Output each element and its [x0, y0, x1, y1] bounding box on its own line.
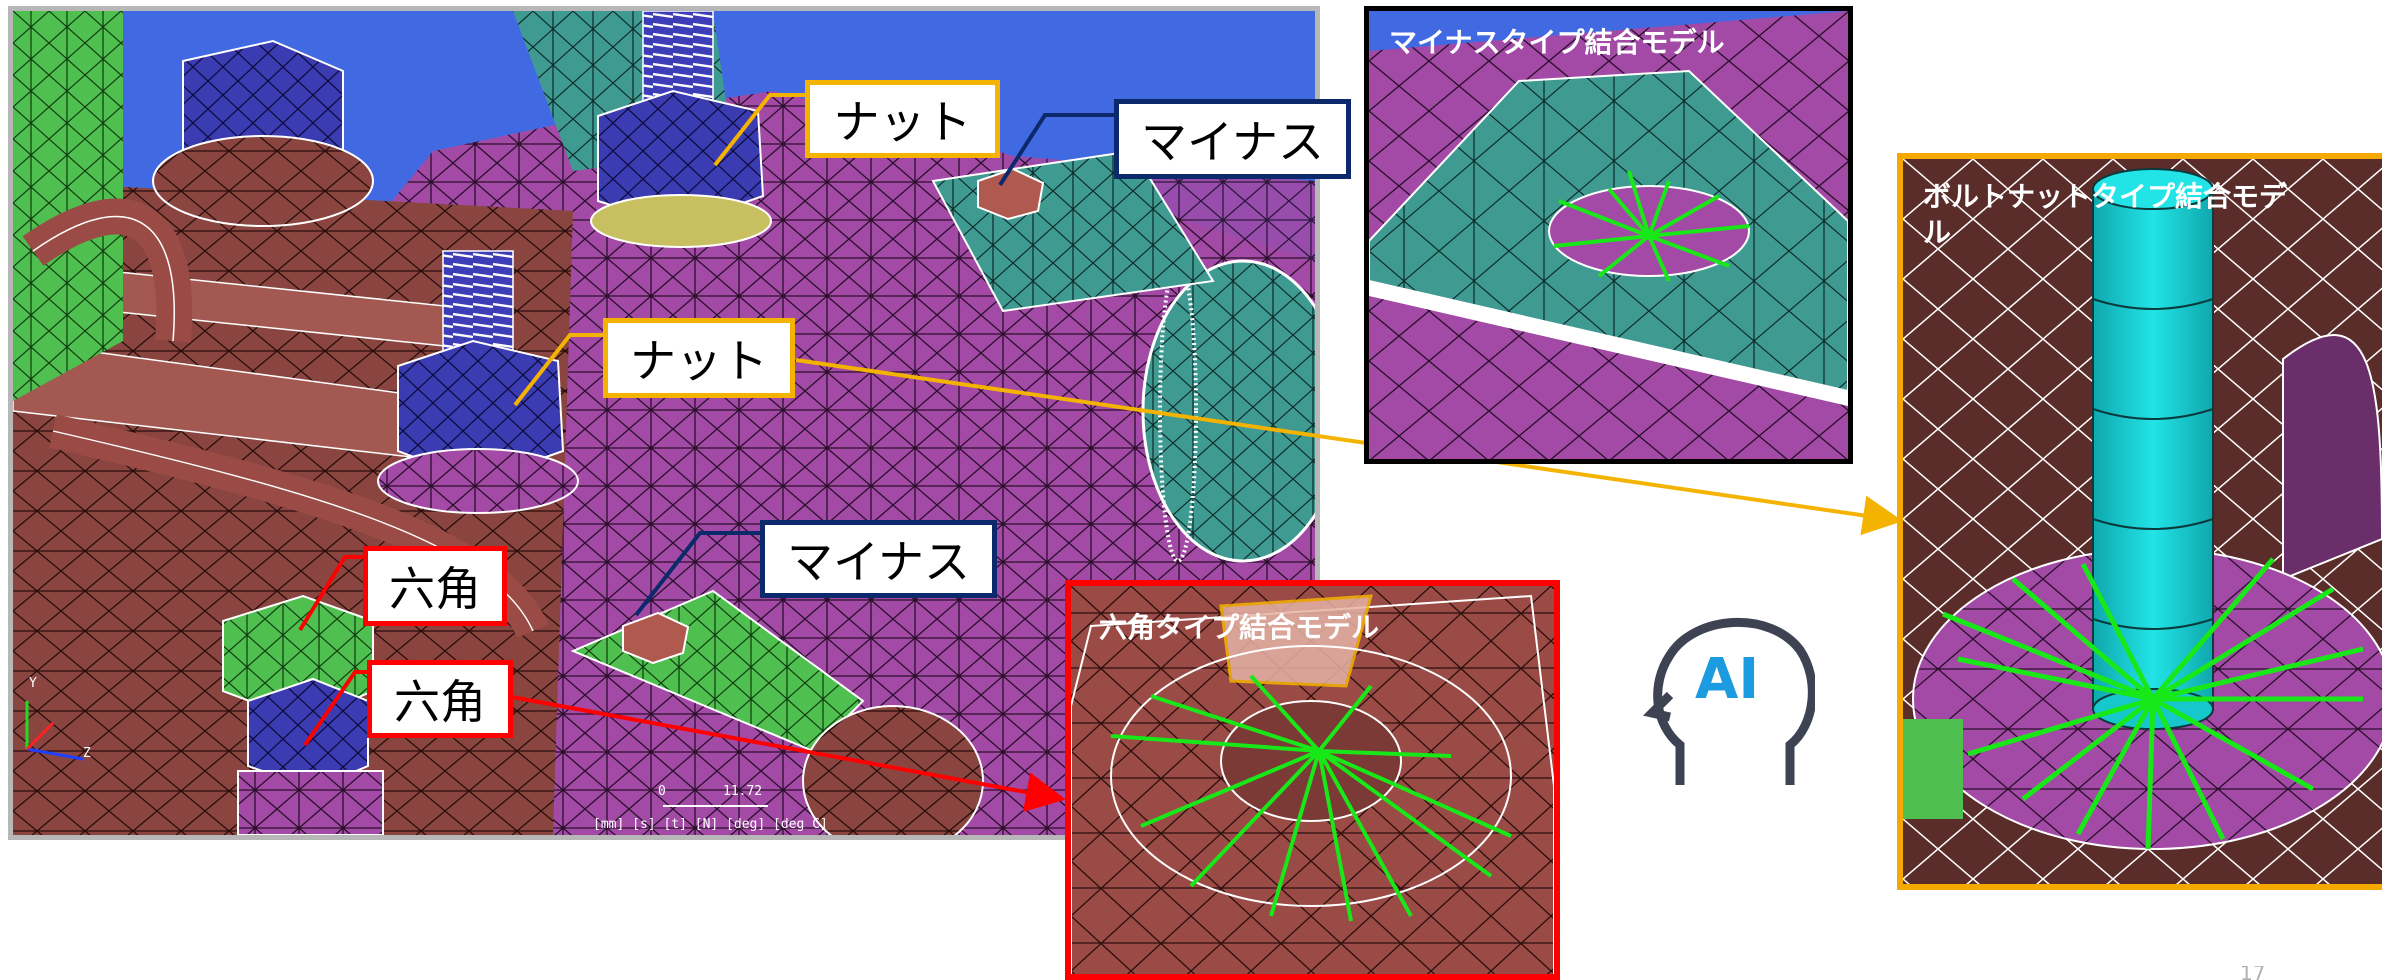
callout-minus-top: マイナス: [1114, 99, 1351, 179]
hex-type-render: [1071, 586, 1554, 974]
minus-type-render: [1369, 11, 1848, 459]
callout-hex-upper-text: 六角: [389, 562, 481, 616]
callout-minus-top-text: マイナス: [1140, 115, 1325, 169]
inset-hex-title: 六角タイプ結合モデル: [1099, 611, 1380, 644]
page-number: 17: [2240, 966, 2266, 980]
scale-value-label: 11.72: [723, 784, 763, 799]
inset-hex-type: 六角タイプ結合モデル: [1065, 580, 1560, 980]
axis-triad: [25, 701, 84, 761]
callout-nut-mid: ナット: [603, 318, 795, 398]
callout-nut-mid-text: ナット: [630, 334, 768, 388]
rbe-spider-minus: [1553, 170, 1750, 282]
axis-label-y: Y: [29, 676, 37, 691]
inset-minus-type: マイナスタイプ結合モデル: [1364, 6, 1853, 464]
callout-minus-mid: マイナス: [760, 520, 997, 598]
scale-zero-label: 0: [658, 784, 666, 799]
inset-minus-title: マイナスタイプ結合モデル: [1389, 26, 1725, 59]
axis-label-z: Z: [83, 746, 91, 761]
inset-bolt-nut-title: ボルトナットタイプ結合モデル: [1923, 180, 2288, 249]
ai-head-icon: AI: [1640, 605, 1815, 795]
callout-minus-mid-text: マイナス: [786, 535, 971, 589]
units-readout: [mm] [s] [t] [N] [deg] [deg C]: [593, 817, 828, 832]
callout-hex-lower: 六角: [367, 660, 513, 738]
callout-hex-lower-text: 六角: [394, 675, 486, 729]
callout-nut-top-text: ナット: [833, 95, 972, 149]
rbe-spider-bolt-nut: [1942, 557, 2364, 850]
rbe-spider-hex: [1110, 674, 1512, 922]
ai-label: AI: [1695, 647, 1760, 712]
bolt-nut-render: [1903, 159, 2382, 884]
inset-bolt-nut-type: ボルトナットタイプ結合モデル: [1897, 153, 2382, 890]
callout-hex-upper: 六角: [363, 546, 507, 626]
callout-nut-top: ナット: [805, 80, 1000, 158]
